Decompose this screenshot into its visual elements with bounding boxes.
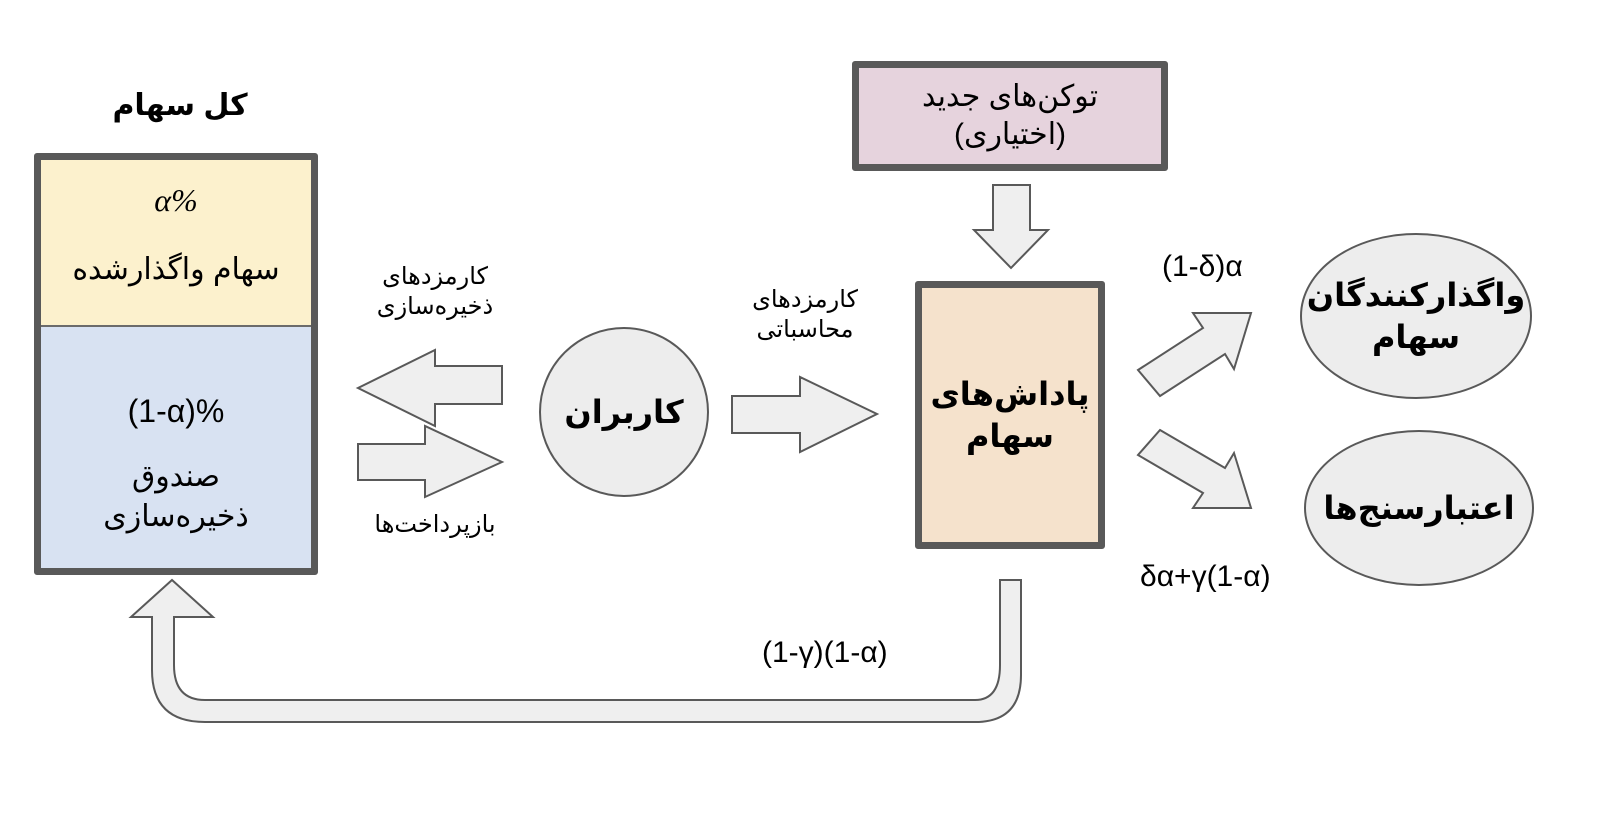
- new-tokens-line1: توکن‌های جدید: [921, 80, 1099, 113]
- computation-fees-label: کارمزدهای محاسباتی: [720, 285, 890, 345]
- storage-fund-flow-formula: (1-γ)(1-α): [762, 636, 888, 669]
- storage-fees-arrow: [355, 348, 503, 428]
- delegated-shares-label: سهام واگذارشده: [72, 253, 280, 286]
- computation-fees-line1: کارمزدهای: [752, 286, 858, 313]
- new-tokens-arrow: [971, 184, 1051, 270]
- storage-fund-label-line2: ذخیره‌سازی: [103, 500, 249, 533]
- validators-label: اعتبارسنج‌ها: [1323, 490, 1515, 526]
- rebates-label: بازپرداخت‌ها: [374, 511, 496, 538]
- rebates-arrow: [357, 424, 505, 499]
- storage-fees-line1: کارمزدهای: [382, 263, 488, 290]
- computation-fees-arrow: [731, 375, 880, 454]
- delegated-shares-section: α% سهام واگذارشده: [41, 160, 311, 327]
- total-shares-box: α% سهام واگذارشده (1-α)% صندوق ذخیره‌ساز…: [34, 153, 318, 575]
- storage-fees-line2: ذخیره‌سازی: [376, 293, 494, 320]
- share-rewards-node: پاداش‌های سهام: [915, 281, 1105, 549]
- total-shares-title: کل سهام: [112, 89, 248, 122]
- stake-delegators-line1: واگذارکنندگان: [1306, 277, 1526, 313]
- delegators-flow-formula: (1-δ)α: [1162, 250, 1243, 283]
- storage-fund-percent: (1-α)%: [127, 393, 225, 429]
- users-node: کاربران: [539, 327, 709, 497]
- storage-fund-section: (1-α)% صندوق ذخیره‌سازی: [41, 327, 311, 568]
- validators-node: اعتبارسنج‌ها: [1304, 430, 1534, 586]
- share-rewards-line2: سهام: [965, 418, 1055, 454]
- storage-fund-return-arrow: [128, 578, 1022, 723]
- new-tokens-line2: (اختیاری): [953, 118, 1067, 151]
- validators-flow-formula: δα+γ(1-α): [1140, 560, 1271, 593]
- share-rewards-label: پاداش‌های سهام: [930, 373, 1089, 457]
- stake-delegators-label: واگذارکنندگان سهام: [1307, 274, 1526, 358]
- validators-arrow: [1136, 428, 1253, 509]
- delegators-arrow: [1136, 312, 1253, 398]
- storage-fees-label: کارمزدهای ذخیره‌سازی: [350, 262, 520, 322]
- computation-fees-line2: محاسباتی: [756, 316, 854, 343]
- new-tokens-node: توکن‌های جدید (اختیاری): [852, 61, 1168, 171]
- share-rewards-line1: پاداش‌های: [930, 376, 1090, 412]
- delegated-percent: α%: [154, 182, 198, 218]
- storage-fund-label-line1: صندوق: [131, 460, 221, 493]
- stake-delegators-node: واگذارکنندگان سهام: [1300, 233, 1532, 399]
- stake-delegators-line2: سهام: [1371, 319, 1461, 355]
- users-label: کاربران: [564, 394, 684, 430]
